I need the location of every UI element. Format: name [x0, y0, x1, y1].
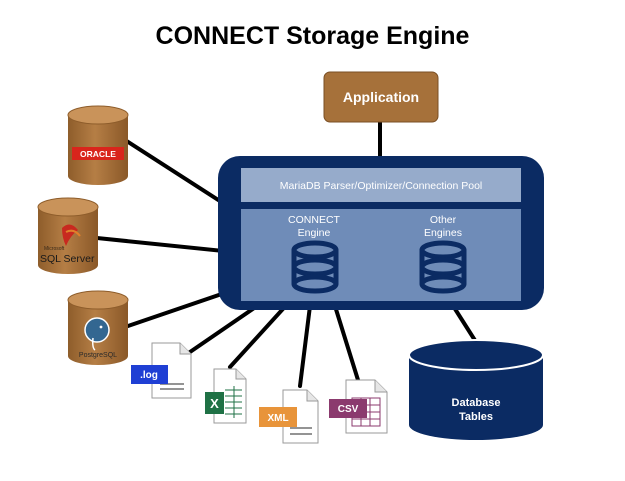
xml-file-icon: XML	[259, 389, 319, 444]
oracle-logo	[72, 147, 124, 160]
sqlserver-small-label: Microsoft	[44, 246, 65, 252]
csv-file-icon: CSV	[329, 379, 388, 434]
excel-badge	[205, 392, 224, 414]
excel-badge-label: X	[210, 396, 219, 411]
other-engines-label-line2: Engines	[424, 227, 462, 239]
log-file-icon: .log	[131, 342, 192, 399]
database-tables-label-line1: Database	[452, 397, 501, 409]
engines-panel	[241, 209, 521, 301]
parser-bar	[241, 168, 521, 202]
database-tables-cylinder: Database Tables	[408, 339, 544, 440]
connect-engine-stack-icon	[291, 240, 339, 294]
sqlserver-cylinder: Microsoft SQL Server	[37, 197, 99, 274]
sqlserver-logo-icon	[62, 224, 81, 246]
database-tables-label-line2: Tables	[459, 411, 493, 423]
log-tag	[131, 365, 168, 384]
connect-engine-label-line2: Engine	[298, 227, 331, 239]
mariadb-container: MariaDB Parser/Optimizer/Connection Pool…	[218, 156, 544, 310]
sqlserver-label: SQL Server	[40, 253, 95, 265]
postgres-label: PostgreSQL	[79, 352, 117, 359]
other-engines-label-line1: Other	[430, 214, 457, 226]
csv-tag	[329, 399, 367, 418]
xml-tag	[259, 407, 297, 427]
csv-tag-label: CSV	[338, 404, 359, 415]
oracle-cylinder: ORACLE	[67, 105, 129, 185]
postgres-elephant-icon	[84, 317, 110, 351]
application-box: Application	[323, 71, 439, 123]
parser-label: MariaDB Parser/Optimizer/Connection Pool	[280, 180, 483, 192]
page-title: CONNECT Storage Engine	[155, 22, 470, 50]
excel-file-icon: X	[205, 368, 247, 424]
oracle-label: ORACLE	[80, 149, 116, 159]
log-tag-label: .log	[140, 370, 158, 381]
xml-tag-label: XML	[267, 413, 288, 424]
connect-engine-label-line1: CONNECT	[288, 214, 341, 226]
other-engines-stack-icon	[419, 240, 467, 294]
postgres-cylinder: PostgreSQL	[67, 290, 129, 365]
application-label: Application	[343, 89, 419, 105]
